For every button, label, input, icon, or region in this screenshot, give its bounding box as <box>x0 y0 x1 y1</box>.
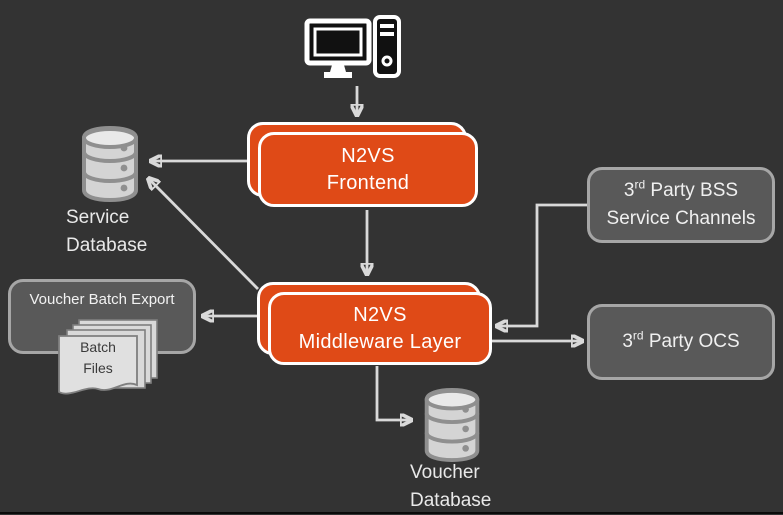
bss-label-line1: 3rd Party BSS <box>624 177 738 205</box>
middleware-box: N2VS Middleware Layer <box>268 292 492 365</box>
service-database-icon <box>78 126 142 202</box>
service-database-label: Service Database <box>66 204 147 260</box>
voucher-database-label: Voucher Database <box>410 459 491 515</box>
bss-label-line2: Service Channels <box>606 208 756 229</box>
bss-num: 3 <box>623 180 635 201</box>
service-database-label-line2: Database <box>66 235 148 256</box>
batch-files-label-line2: Files <box>83 360 113 376</box>
ocs-label: 3rd Party OCS <box>622 328 739 356</box>
voucher-database-label-line1: Voucher <box>410 462 480 483</box>
voucher-batch-export-box: Voucher Batch Export <box>8 279 196 354</box>
middleware-label-line1: N2VS <box>353 303 407 326</box>
ocs-rest: Party OCS <box>643 331 740 352</box>
batch-files-label-line1: Batch <box>80 339 116 355</box>
connector-middleware-to-voucher-db <box>375 366 409 420</box>
connector-middleware-to-service-db <box>150 180 259 290</box>
voucher-database-label-line2: Database <box>410 490 492 511</box>
batch-files-label: Batch Files <box>59 337 137 379</box>
bss-line1-rest: Party BSS <box>645 180 739 201</box>
frontend-label-line1: N2VS <box>341 144 395 167</box>
connector-bss-to-middleware <box>499 203 587 326</box>
service-database-label-line1: Service <box>66 207 130 228</box>
voucher-batch-export-title: Voucher Batch Export <box>29 291 175 308</box>
voucher-database-icon <box>420 388 484 462</box>
ocs-ordinal: rd <box>632 328 644 343</box>
ocs-box: 3rd Party OCS <box>587 304 775 380</box>
ocs-num: 3 <box>622 331 633 352</box>
frontend-box: N2VS Frontend <box>258 132 478 207</box>
frontend-label-line2: Frontend <box>326 171 410 194</box>
bss-box: 3rd Party BSS Service Channels <box>587 167 775 243</box>
middleware-label-line2: Middleware Layer <box>298 330 462 353</box>
stacked-documents-icon <box>58 319 158 395</box>
bss-ordinal: rd <box>634 177 646 192</box>
desktop-computer-icon <box>304 15 401 78</box>
